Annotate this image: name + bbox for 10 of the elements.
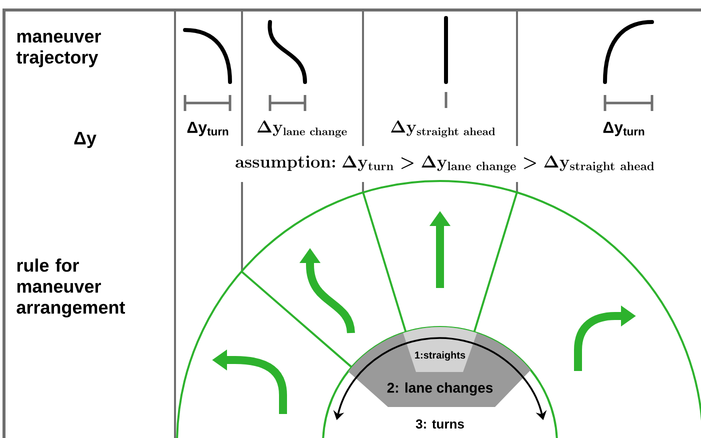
delta-label: $\Delta\mathbf{y}_{\mathbf{lane\ change}}$ <box>257 120 347 138</box>
row-label: rule for maneuver arrangement <box>16 258 125 318</box>
ring-label: 3: turns <box>416 419 464 429</box>
priority-band: 1:straights <box>403 327 477 372</box>
delta-label: Δy$_{turn}$ <box>603 122 644 136</box>
row-label: Δy <box>74 132 96 148</box>
assumption-text: $\mathbf{assumption{:}}\ \Delta\mathbf{y}_{\mathbf{turn}} > \Delta\mathbf{y}_{\mathbf{lane\ change}} > \Delta\mathbf{y}_{\mathbf{straight\ ahead}}$ <box>236 155 654 173</box>
delta-label: $\Delta\mathbf{y}_{\mathbf{straight\ ahead}}$ <box>391 120 495 138</box>
delta-label: Δy$_{turn}$ <box>187 122 228 136</box>
row-label: maneuver trajectory <box>16 32 101 68</box>
